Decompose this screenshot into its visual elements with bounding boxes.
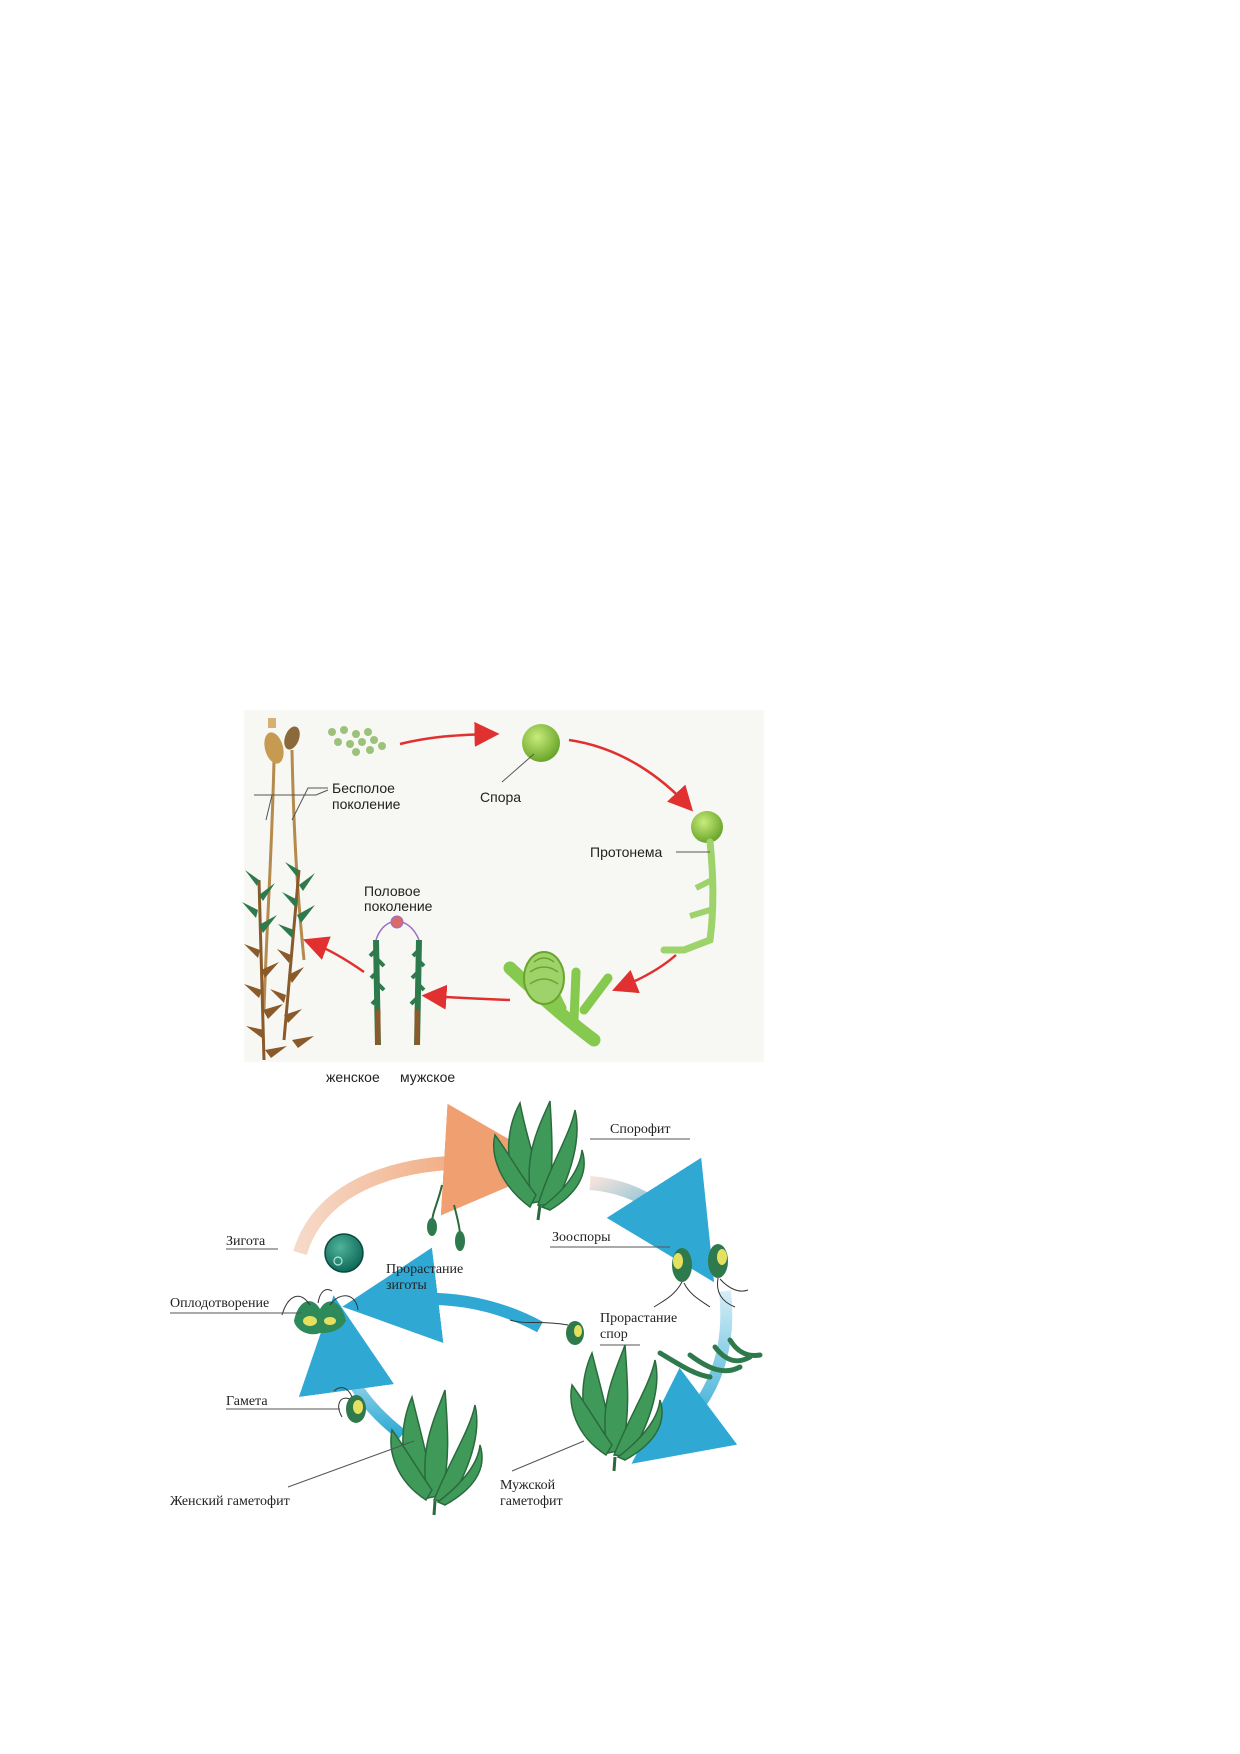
zygote-germination-icon — [427, 1184, 465, 1251]
male-gametophyte-label-line2: гаметофит — [500, 1494, 563, 1509]
moss-life-cycle-diagram: Бесполое поколение Спора Протонема — [242, 710, 764, 1090]
gamete-label: Гамета — [226, 1394, 268, 1409]
female-label: женское — [326, 1069, 380, 1085]
arrow-bud-to-gametophytes — [421, 984, 511, 1010]
sexual-generation-label-line2: поколение — [364, 898, 433, 914]
arrow-spores-to-male-gametophyte — [631, 1290, 738, 1464]
male-gametophyte-icon — [570, 1344, 663, 1472]
fertilization-icon — [281, 1289, 359, 1335]
moss-gametophyte-shoots — [242, 862, 315, 1061]
male-gamete-icon — [509, 1319, 584, 1345]
moss-cycle-svg: Бесполое поколение Спора Протонема — [242, 710, 764, 1085]
zygote-germination-label-line2: зиготы — [386, 1278, 427, 1293]
arrow-gametophytes-to-sporophyte — [302, 936, 365, 974]
protonema-bud-icon — [503, 951, 613, 1047]
moss-panel-background — [244, 710, 764, 1062]
spore-germination-label-line1: Прорастание — [600, 1311, 677, 1326]
male-gametophyte-icon — [409, 939, 426, 1046]
sporophyte-thallus-icon — [493, 1100, 585, 1221]
spore-germination-icon — [657, 1337, 763, 1380]
algae-life-cycle-diagram: Спорофит Прорастание зиготы Зигота Оплод… — [170, 1095, 790, 1535]
moss-sporophyte — [262, 718, 306, 1011]
male-gametophyte-label-line1: Мужской — [500, 1478, 556, 1493]
spore-cluster — [328, 726, 386, 756]
arrow-protonema-to-bud — [612, 954, 677, 994]
zygote-germination-label-line1: Прорастание — [386, 1262, 463, 1277]
spore-icon — [522, 724, 560, 762]
female-gamete-icon — [333, 1387, 366, 1423]
sexual-generation-label-line1: Половое — [364, 883, 421, 899]
zygote-label: Зигота — [226, 1234, 266, 1249]
asexual-generation-label-line2: поколение — [332, 796, 401, 812]
asexual-generation-label-line1: Бесполое — [332, 780, 395, 796]
female-gametophyte-icon — [390, 1389, 483, 1516]
arrow-male-gamete-to-fertilization — [342, 1247, 543, 1343]
asexual-generation-leader — [254, 789, 329, 821]
female-gametophyte-label: Женский гаметофит — [170, 1494, 290, 1509]
female-gametophyte-icon — [368, 939, 386, 1046]
sporophyte-label: Спорофит — [610, 1122, 671, 1137]
protonema-label: Протонема — [590, 844, 663, 860]
zoospores-label: Зооспоры — [552, 1230, 611, 1245]
fertilization-label: Оплодотворение — [170, 1296, 269, 1311]
arrow-zygote-to-sporophyte — [293, 1103, 556, 1256]
zoospores-icon — [653, 1244, 749, 1308]
spore-germination-label-line2: спор — [600, 1327, 628, 1342]
arrow-sporophyte-to-zoospores — [589, 1157, 715, 1283]
spore-label: Спора — [480, 789, 521, 805]
arrow-spore-to-protonema — [568, 738, 694, 812]
protonema-icon — [660, 811, 723, 954]
algae-cycle-svg: Спорофит Прорастание зиготы Зигота Оплод… — [170, 1100, 763, 1516]
arrow-spores-to-spore — [399, 721, 500, 747]
zygote-dot-icon — [390, 915, 404, 929]
male-label: мужское — [400, 1069, 455, 1085]
arrow-female-gamete-to-fertilization — [298, 1295, 406, 1440]
zygote-icon — [324, 1233, 364, 1273]
